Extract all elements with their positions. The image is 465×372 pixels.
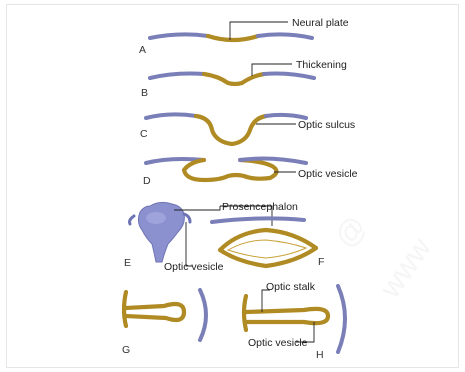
optic-sulcus-c [196, 116, 266, 144]
label-neural-plate: Neural plate [292, 17, 349, 29]
stage-label-d: D [143, 175, 151, 187]
svg-text:www: www [373, 232, 438, 305]
optic-stalk-h [246, 309, 328, 323]
stage-f: F [212, 218, 324, 268]
optic-vesicle-f-inner [228, 240, 306, 258]
label-optic-vesicle-h: Optic vesicle [248, 337, 308, 349]
stage-b: Thickening B [141, 59, 347, 99]
label-optic-stalk: Optic stalk [266, 281, 316, 293]
stage-c: Optic sulcus C [140, 114, 355, 144]
stage-h: Optic stalk Optic vesicle H [244, 281, 345, 361]
optic-stalk-g [126, 304, 184, 320]
label-optic-sulcus: Optic sulcus [298, 119, 355, 131]
neural-plate-a [208, 36, 258, 40]
stage-label-f: F [318, 256, 324, 268]
optic-vesicle-d [184, 160, 277, 180]
stage-label-h: H [316, 349, 324, 361]
svg-text:@: @ [329, 210, 374, 254]
vesicle-bud-left [130, 216, 135, 224]
thickening-b [204, 74, 264, 84]
stage-e: Prosencephalon Optic vesicle E [124, 201, 298, 273]
ectoderm-b-right [264, 74, 314, 79]
leader-optic-stalk [262, 290, 270, 312]
ectoderm-a-left [150, 34, 208, 38]
watermark: @ www [329, 210, 439, 305]
ectoderm-a-right [258, 34, 312, 38]
stage-label-c: C [140, 128, 148, 140]
label-optic-vesicle-d: Optic vesicle [298, 168, 358, 180]
stage-a: Neural plate A [139, 17, 349, 56]
ectoderm-f-top [212, 218, 304, 222]
stage-g: G [122, 290, 206, 356]
label-prosencephalon: Prosencephalon [222, 201, 298, 213]
stage-label-e: E [124, 257, 131, 269]
ectoderm-c-left [146, 114, 196, 118]
optic-vesicle-f [220, 230, 316, 266]
surface-ectoderm-g [200, 290, 206, 340]
stage-label-g: G [122, 344, 130, 356]
stage-d: Optic vesicle D [143, 159, 358, 187]
prosencephalon-highlight [146, 212, 166, 224]
ectoderm-c-right [266, 115, 306, 118]
leader-optic-vesicle-e [186, 222, 192, 266]
surface-ectoderm-h [338, 286, 345, 352]
ectoderm-b-left [150, 74, 204, 79]
stage-label-a: A [139, 44, 146, 56]
stage-label-b: B [141, 87, 148, 99]
label-thickening: Thickening [296, 59, 347, 71]
prosencephalon-shape [138, 202, 184, 262]
label-optic-vesicle-e: Optic vesicle [164, 261, 224, 273]
